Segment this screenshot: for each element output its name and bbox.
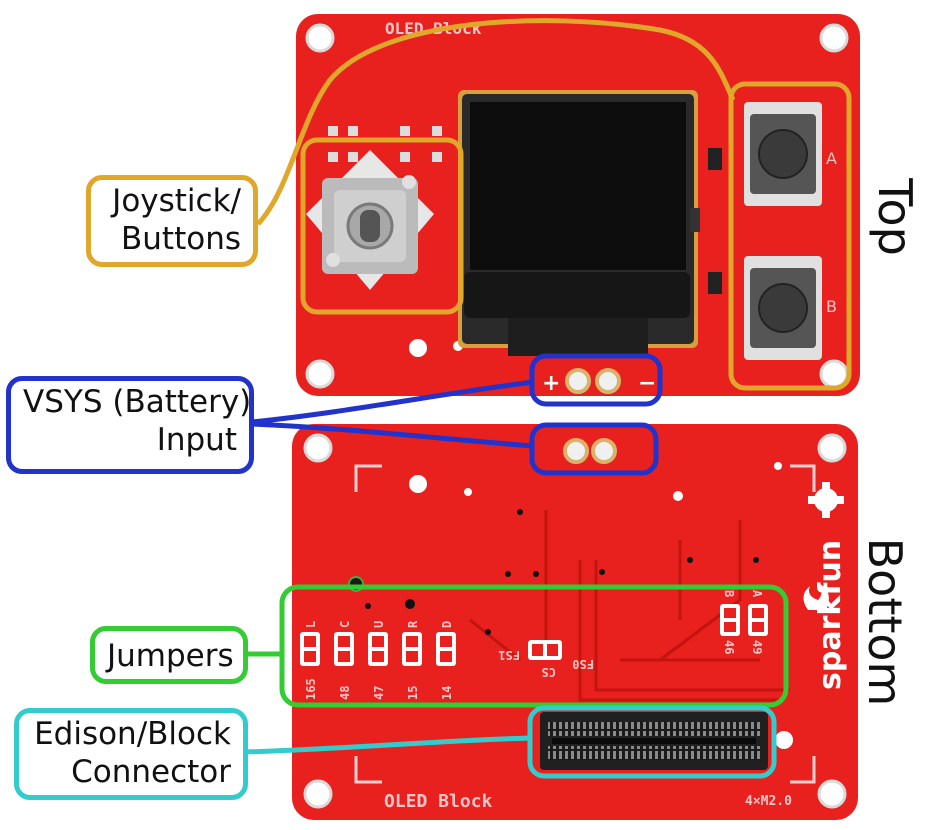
minus-label: −: [638, 371, 656, 396]
jumper-a: 49 A: [748, 590, 768, 654]
callout-line-1: Joystick/: [112, 183, 241, 219]
jumper-number: 49: [750, 640, 764, 654]
callout-line-2: Buttons: [121, 221, 241, 257]
jumper-d: 14 D: [436, 621, 456, 700]
connector-highlight: [245, 705, 777, 779]
sparkfun-flame-icon: [803, 584, 829, 610]
plus-label: +: [542, 371, 560, 396]
jumper-b: 46 B: [720, 590, 740, 654]
cs-label: CS: [542, 665, 556, 679]
callout-line-1: Edison/Block: [34, 716, 231, 752]
jumper-c: 48 C: [334, 621, 354, 700]
jumper-letter: B: [722, 590, 736, 597]
jumper-letter: U: [372, 621, 386, 628]
callout-line-1: VSYS (Battery): [23, 384, 252, 420]
callout-line-2: Connector: [71, 754, 231, 790]
jumper-letter: R: [406, 620, 420, 628]
smd-parts-top: [328, 126, 722, 294]
jumper-number: 48: [338, 686, 352, 700]
jumpers-callout: Jumpers: [90, 626, 248, 684]
button-a-label: A: [826, 149, 837, 168]
fs0-label: FS0: [572, 657, 594, 671]
board-top: OLED Block: [296, 14, 860, 396]
silk-version: 4×M2.0: [745, 794, 792, 809]
jumper-letter: D: [440, 621, 454, 628]
edison-connector: [540, 712, 768, 770]
jumper-l: 165 L: [300, 621, 320, 700]
fs-jumper: FS1 FS0 CS: [498, 640, 594, 679]
joystick-highlight: [256, 18, 852, 391]
jumper-letter: L: [304, 621, 318, 628]
jumper-number: 46: [722, 640, 736, 654]
jumper-letter: A: [750, 590, 764, 598]
jumper-r: 15 R: [402, 620, 422, 700]
pcb-traces: [469, 510, 790, 702]
board-bottom: OLED Block 4×M2.0 sparkfun 165 L 48 C 47 U 15 R…: [292, 424, 858, 820]
joystick-switch: [306, 150, 434, 290]
mount-holes-bottom: [303, 433, 847, 809]
vsys-input-callout: VSYS (Battery) Input: [6, 376, 254, 474]
push-button-a: A: [744, 102, 837, 206]
corner-marks: [354, 464, 816, 784]
callout-line-2: Input: [156, 422, 237, 458]
push-button-b: B: [744, 256, 837, 360]
callout-line-1: Jumpers: [107, 638, 234, 674]
jumper-number: 15: [406, 686, 420, 700]
edison-connector-callout: Edison/Block Connector: [14, 708, 248, 800]
vsys-pads-bottom: [563, 438, 617, 464]
jumper-number: 47: [372, 686, 386, 700]
jumper-number: 165: [304, 678, 318, 700]
jumper-u: 47 U: [368, 621, 388, 700]
bottom-side-label: Bottom: [858, 537, 912, 707]
joystick-buttons-callout: Joystick/ Buttons: [86, 175, 258, 267]
vsys-highlight: [251, 353, 663, 476]
sparkfun-logo: sparkfun: [813, 540, 848, 690]
button-b-label: B: [826, 297, 837, 316]
jumpers-highlight: [246, 584, 789, 708]
fs1-label: FS1: [498, 648, 520, 662]
jumper-letter: C: [338, 621, 352, 628]
top-side-label: Top: [868, 178, 922, 256]
sparkfun-gear-icon: [808, 482, 844, 518]
ab-jumpers: 46 B 49 A: [720, 590, 768, 654]
silk-title-bottom: OLED Block: [384, 791, 493, 812]
jumper-row: 165 L 48 C 47 U 15 R 14 D: [300, 620, 456, 700]
oled-display: [458, 90, 698, 356]
vsys-pads-top: + −: [542, 368, 656, 396]
jumper-number: 14: [440, 686, 454, 700]
